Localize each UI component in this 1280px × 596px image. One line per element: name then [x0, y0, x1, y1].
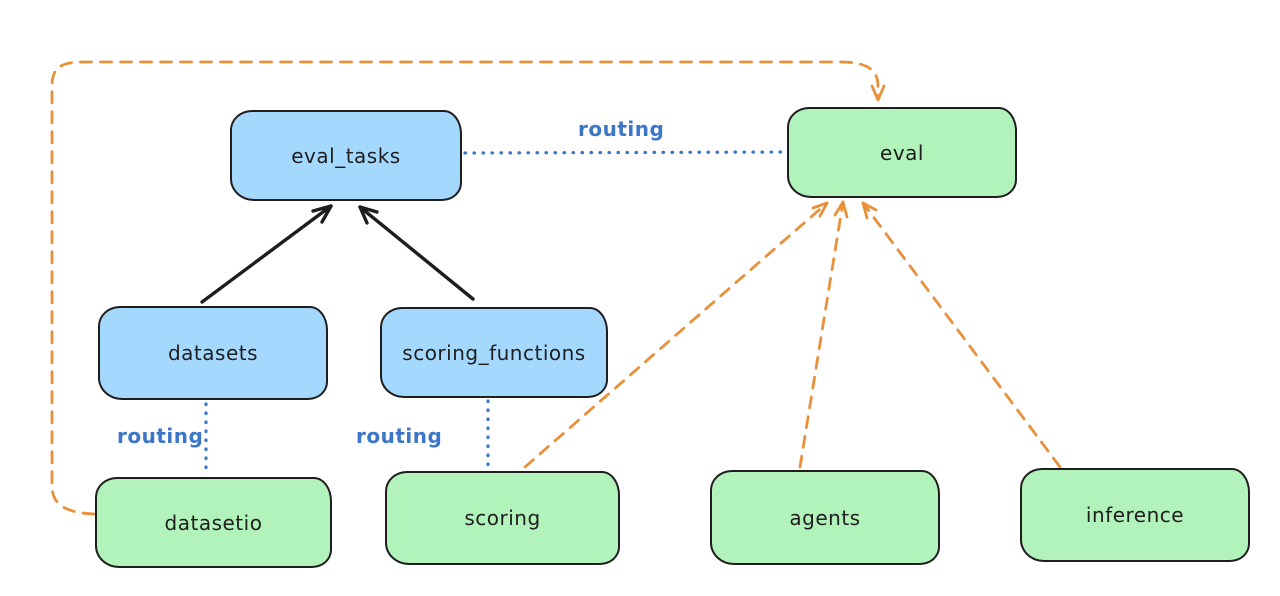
node-scoring: scoring — [385, 471, 620, 565]
edge-inference-to-eval — [861, 201, 1062, 469]
node-agents: agents — [710, 470, 940, 565]
node-datasetio-label: datasetio — [164, 510, 263, 535]
edge-datasets-to-eval_tasks — [200, 204, 333, 304]
node-agents-label: agents — [789, 505, 861, 530]
node-eval_tasks-label: eval_tasks — [291, 143, 401, 168]
routing-label-eval_tasks-eval: routing — [578, 117, 665, 141]
node-eval-label: eval — [880, 140, 924, 165]
node-scoring-label: scoring — [464, 506, 541, 530]
edge-eval_tasks-to-eval-routing — [463, 150, 788, 155]
node-datasetio: datasetio — [95, 477, 332, 568]
node-scoring_functions: scoring_functions — [380, 307, 608, 398]
routing-label-datasets-datasetio: routing — [117, 424, 204, 448]
node-datasets: datasets — [98, 306, 328, 400]
node-eval_tasks: eval_tasks — [230, 110, 462, 201]
node-eval: eval — [787, 107, 1017, 198]
edge-scoring_functions-to-eval_tasks — [358, 205, 475, 301]
node-datasets-label: datasets — [167, 341, 259, 365]
node-inference: inference — [1020, 468, 1250, 562]
edge-agents-to-eval — [798, 200, 849, 469]
node-scoring_functions-label: scoring_functions — [402, 340, 586, 365]
node-inference-label: inference — [1085, 503, 1185, 527]
routing-label-scoring_functions-scoring: routing — [356, 424, 443, 448]
